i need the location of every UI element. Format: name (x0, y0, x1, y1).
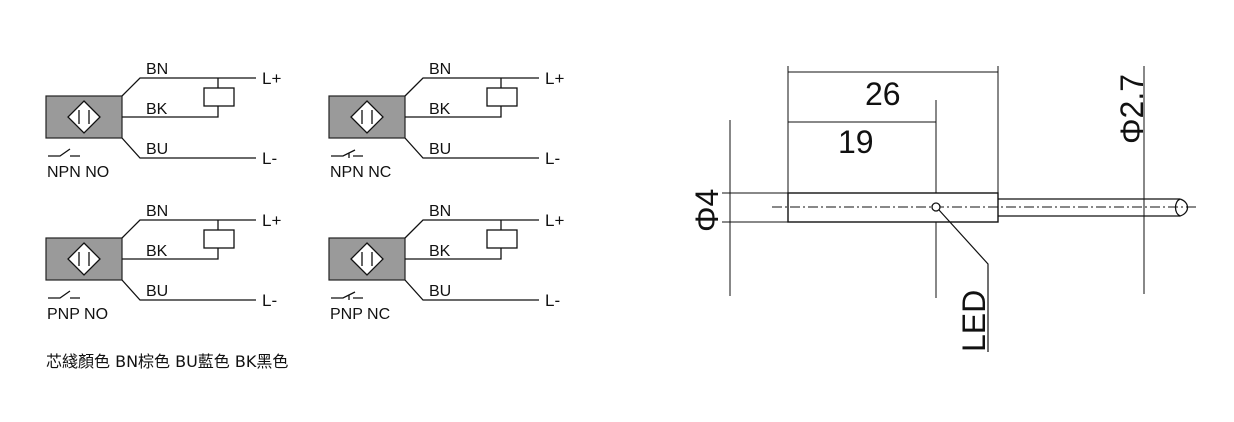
wire-label-bu: BU (429, 283, 451, 300)
wire-label-bn: BN (429, 61, 451, 78)
wire-bu (404, 137, 539, 159)
wire-label-bn: BN (146, 61, 168, 78)
circuit-caption: NPN NO (47, 164, 109, 181)
relay-load-icon (486, 229, 518, 249)
wire-bn (404, 219, 539, 239)
circuit-caption: PNP NC (330, 306, 390, 323)
wire-label-bk: BK (429, 243, 451, 260)
switch-no-icon (48, 290, 80, 299)
wire-bn (121, 219, 256, 239)
cable-break-icon (1174, 198, 1189, 217)
wire-label-bk: BK (429, 101, 451, 118)
wire-bu (121, 137, 256, 159)
wire-bn (404, 77, 539, 97)
dimension-led-position: 19 (838, 124, 874, 160)
wire-bk (122, 106, 219, 118)
terminal-negative: L- (545, 149, 560, 168)
wire-bk (405, 106, 502, 118)
wire-label-bk: BK (146, 101, 168, 118)
switch-nc-icon (331, 149, 363, 158)
terminal-negative: L- (262, 291, 277, 310)
led-leader-line (938, 209, 989, 352)
terminal-positive: L+ (262, 211, 281, 230)
terminal-positive: L+ (545, 69, 564, 88)
wire-bu (121, 279, 256, 301)
relay-load-icon (203, 229, 235, 249)
switch-nc-icon (331, 291, 363, 300)
dimension-total-length: 26 (865, 76, 901, 112)
wire-color-legend: 芯綫顏色 BN棕色 BU藍色 BK黑色 (46, 352, 289, 371)
led-label: LED (956, 290, 992, 352)
led-indicator-icon (931, 202, 941, 212)
terminal-negative: L- (545, 291, 560, 310)
wire-label-bn: BN (429, 203, 451, 220)
circuit-caption: NPN NC (330, 164, 391, 181)
wire-label-bu: BU (429, 141, 451, 158)
relay-load-icon (486, 87, 518, 107)
terminal-negative: L- (262, 149, 277, 168)
wire-label-bk: BK (146, 243, 168, 260)
wire-bk (122, 248, 219, 260)
terminal-positive: L+ (545, 211, 564, 230)
sensor-symbol-icon (350, 242, 384, 276)
wire-bu (404, 279, 539, 301)
circuit-pnp-no: BN BK BU L+ L- PNP NO (45, 203, 281, 323)
sensor-symbol-icon (350, 100, 384, 134)
relay-load-icon (203, 87, 235, 107)
dimension-cable-diameter: Φ2.7 (1114, 74, 1150, 144)
wire-label-bn: BN (146, 203, 168, 220)
wire-label-bu: BU (146, 141, 168, 158)
circuit-pnp-nc: BN BK BU L+ L- PNP NC (328, 203, 564, 323)
wire-bk (405, 248, 502, 260)
wire-bn (121, 77, 256, 97)
sensor-symbol-icon (67, 100, 101, 134)
dimension-body-diameter: Φ4 (689, 189, 725, 232)
circuit-caption: PNP NO (47, 306, 108, 323)
wire-label-bu: BU (146, 283, 168, 300)
circuit-npn-nc: BN BK BU L+ L- NPN NC (328, 61, 564, 181)
sensor-symbol-icon (67, 242, 101, 276)
circuit-npn-no: BN BK BU L+ L- NPN NO (45, 61, 281, 181)
sensor-housing (787, 192, 999, 223)
sensor-dimension-drawing: 26 19 Φ4 Φ2.7 LED (689, 66, 1196, 352)
terminal-positive: L+ (262, 69, 281, 88)
switch-no-icon (48, 148, 80, 157)
